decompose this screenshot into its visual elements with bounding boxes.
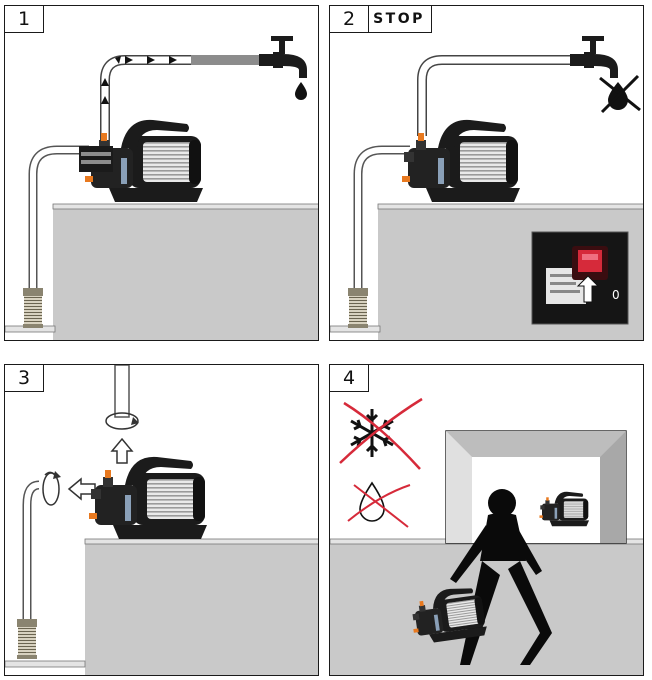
detach-arrow-icon (110, 437, 134, 464)
flow-arrow (101, 96, 109, 104)
press-arrow-icon (576, 275, 600, 303)
foot-valve-strainer (23, 288, 43, 328)
step-number: 2 (330, 6, 369, 33)
stop-caption: STOP (367, 6, 432, 33)
prohibition-cross (353, 484, 409, 528)
step-number: 4 (330, 365, 369, 392)
foot-valve-strainer (17, 619, 37, 659)
wall (85, 541, 318, 675)
wall (53, 206, 318, 340)
prohibition-cross (343, 401, 421, 470)
ledge (84, 538, 318, 545)
step-number: 1 (5, 6, 44, 33)
step-1-illustration (5, 36, 318, 340)
flow-arrow (125, 56, 133, 64)
ledge (377, 203, 643, 210)
step-4-illustration (330, 397, 643, 675)
water-drop-icon (295, 82, 307, 100)
flow-arrow (147, 56, 155, 64)
floor-step (5, 660, 86, 668)
faucet-icon (570, 36, 618, 78)
flow-arrow (115, 56, 121, 64)
faucet-icon (259, 36, 307, 78)
step-3-illustration (5, 365, 318, 675)
filled-hose-segment (191, 55, 265, 65)
switch-inset (531, 231, 629, 325)
snowflake-icon (350, 409, 394, 457)
flow-arrow (169, 56, 177, 64)
unscrew-rotation-icon (105, 412, 139, 430)
foot-valve-strainer (348, 288, 368, 328)
person-figure (450, 489, 552, 665)
power-switch (578, 250, 602, 272)
flow-arrow (101, 78, 109, 86)
step-panel-4: 4 (329, 364, 644, 676)
pressure-hose (114, 365, 130, 418)
ledge (52, 203, 318, 210)
step-number: 3 (5, 365, 44, 392)
prohibition-cross (339, 397, 423, 464)
step-panel-1: 1 (4, 5, 319, 341)
step-2-illustration (330, 36, 643, 340)
step-panel-2: 2 STOP 0 (329, 5, 644, 341)
switch-position-label: 0 (612, 288, 620, 302)
step-panel-3: 3 (4, 364, 319, 676)
priming-hose-coupling (79, 146, 113, 172)
prohibition-cross (347, 484, 411, 522)
garden-pump (89, 456, 207, 539)
water-drop-outline-icon (359, 481, 385, 522)
cross-line (600, 74, 640, 114)
